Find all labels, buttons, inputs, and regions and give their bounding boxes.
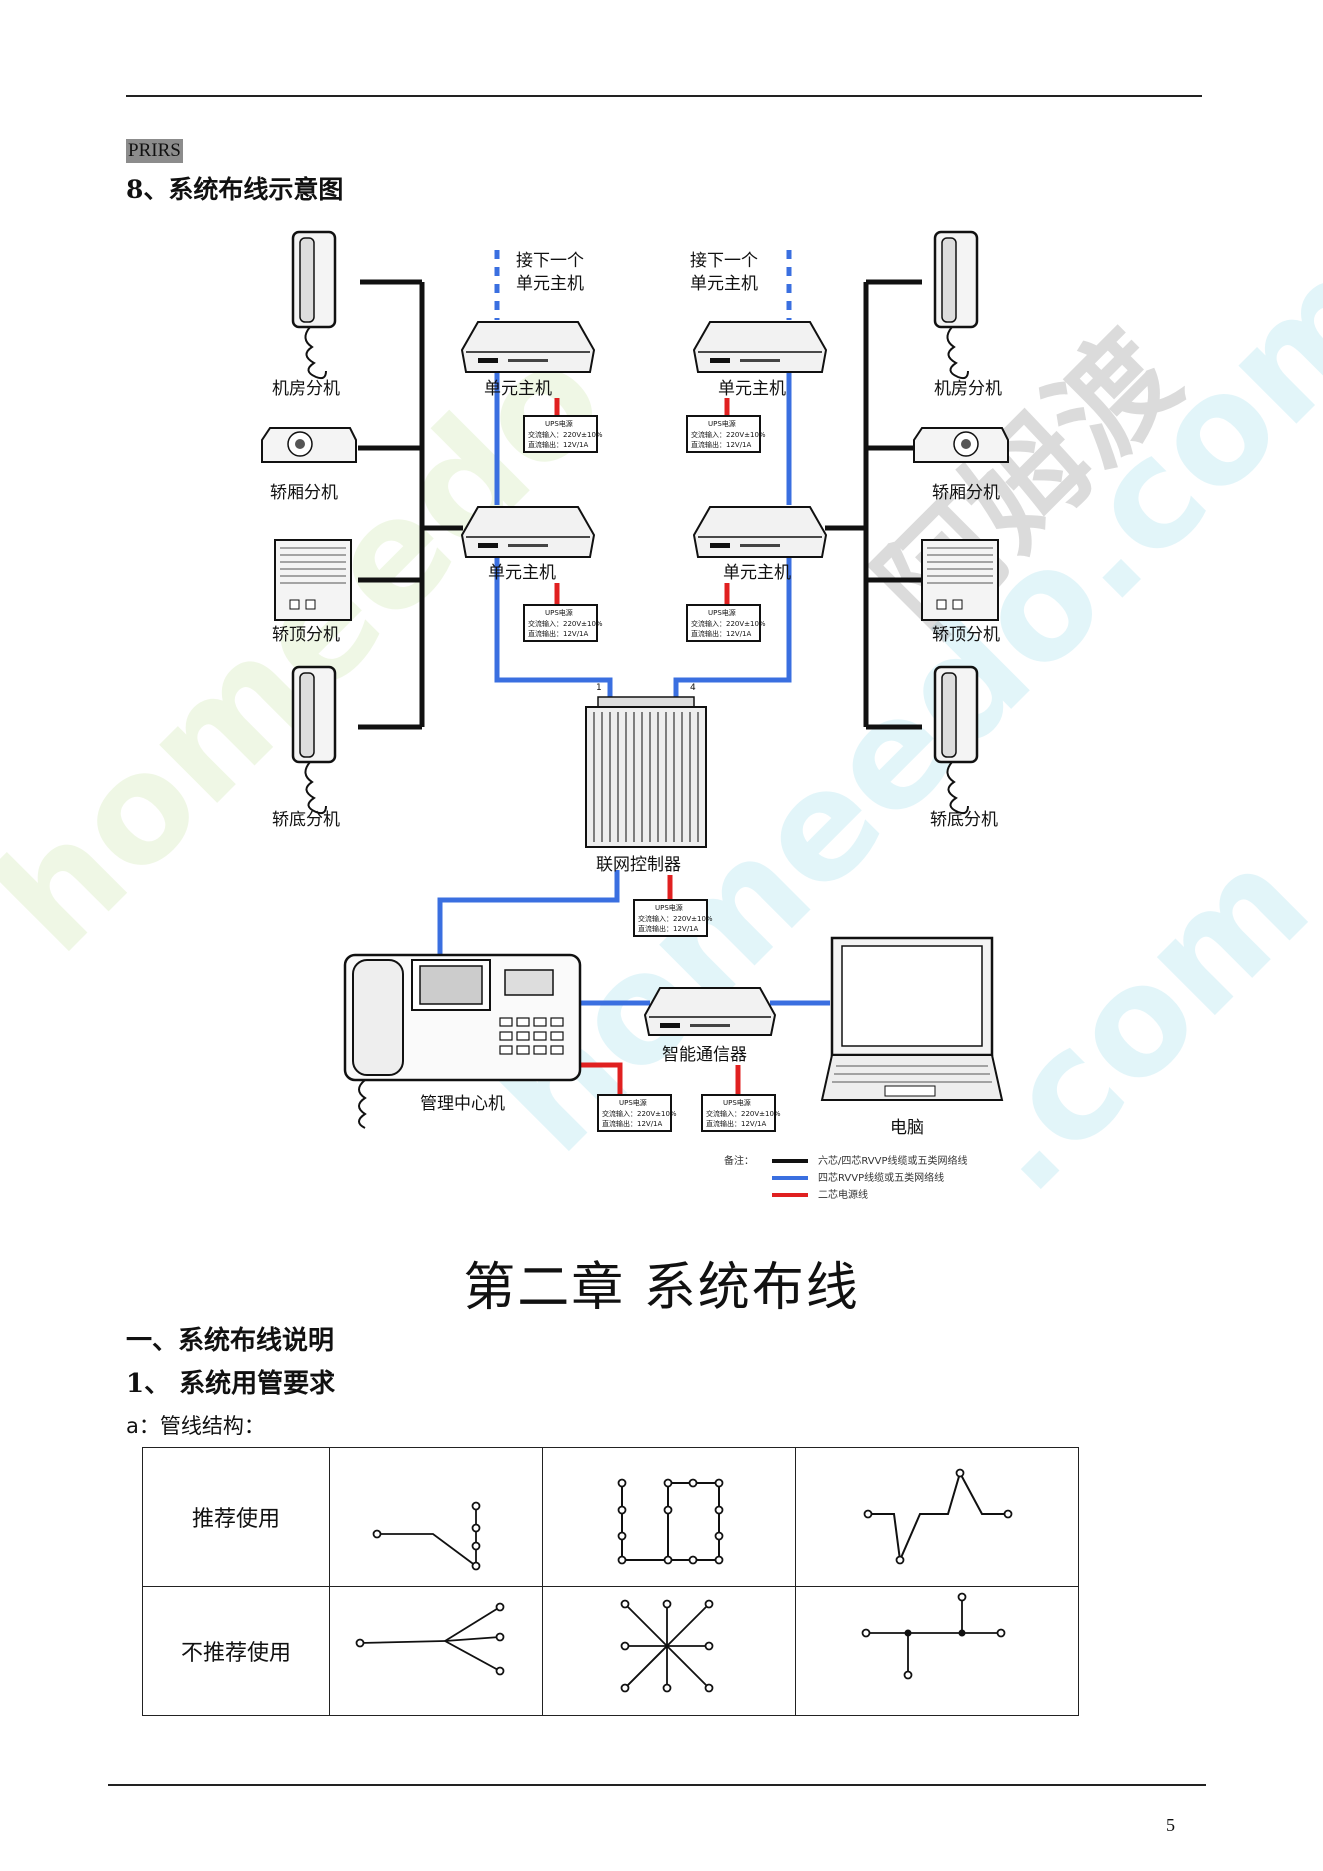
car-top-ext-left: 轿顶分机 [272, 539, 352, 645]
svg-text:UPS电源: UPS电源 [723, 1098, 751, 1107]
recommended-diagram-1 [329, 1447, 543, 1587]
ups-box-4: UPS电源 交流输入：220V±10% 直流输出：12V/1A [686, 604, 766, 642]
car-bottom-ext-right: 轿底分机 [930, 665, 998, 830]
black-wiring-left [358, 279, 463, 730]
svg-text:备注：: 备注： [724, 1154, 754, 1167]
svg-text:交流输入：220V±10%: 交流输入：220V±10% [638, 914, 713, 923]
svg-text:交流输入：220V±10%: 交流输入：220V±10% [602, 1109, 677, 1118]
table-row: 推荐使用 [142, 1447, 1079, 1587]
car-bottom-ext-label: 轿底分机 [272, 810, 340, 830]
svg-text:直流输出：12V/1A: 直流输出：12V/1A [691, 440, 752, 449]
svg-text:直流输出：12V/1A: 直流输出：12V/1A [638, 924, 699, 933]
paragraph-a: a：管线结构： [126, 1414, 265, 1438]
car-ext-label: 轿厢分机 [932, 483, 1000, 503]
header-tag: PRIRS [126, 139, 183, 163]
car-ext-right: 轿厢分机 [913, 427, 1009, 503]
svg-text:homeedo: homeedo [0, 311, 637, 986]
heading-1: 一、系统布线说明 [126, 1326, 335, 1356]
unit-host-top-right: 单元主机 [692, 321, 828, 399]
svg-text:交流输入：220V±10%: 交流输入：220V±10% [528, 619, 603, 628]
next-unit-label-right-2: 单元主机 [690, 274, 758, 294]
svg-text:直流输出：12V/1A: 直流输出：12V/1A [691, 629, 752, 638]
blue-wiring [437, 250, 830, 1006]
not-recommended-diagram-1 [329, 1586, 543, 1716]
row-label-recommended: 推荐使用 [142, 1447, 330, 1587]
smart-communicator-label: 智能通信器 [662, 1045, 747, 1065]
svg-text:直流输出：12V/1A: 直流输出：12V/1A [602, 1119, 663, 1128]
ups-box-communicator: UPS电源 交流输入：220V±10% 直流输出：12V/1A [701, 1094, 781, 1132]
red-wiring [554, 398, 741, 1095]
svg-text:交流输入：220V±10%: 交流输入：220V±10% [691, 619, 766, 628]
chapter-title: 第二章 系统布线 [463, 1258, 860, 1318]
ups-box-management: UPS电源 交流输入：220V±10% 直流输出：12V/1A [597, 1094, 677, 1132]
section-title: 8、系统布线示意图 [126, 175, 344, 204]
recommended-diagram-2 [542, 1447, 796, 1587]
next-unit-label-left-1: 接下一个 [516, 251, 584, 271]
car-bottom-ext-left: 轿底分机 [272, 665, 340, 830]
car-ext-left: 轿厢分机 [261, 427, 357, 503]
not-recommended-diagram-3 [795, 1586, 1079, 1716]
svg-text:UPS电源: UPS电源 [708, 608, 736, 617]
ups-box-1: UPS电源 交流输入：220V±10% 直流输出：12V/1A [523, 415, 603, 453]
page-number: 5 [1166, 1815, 1175, 1835]
ups-box-controller: UPS电源 交流输入：220V±10% 直流输出：12V/1A [633, 899, 713, 937]
ups-box-2: UPS电源 交流输入：220V±10% 直流输出：12V/1A [686, 415, 766, 453]
svg-text:直流输出：12V/1A: 直流输出：12V/1A [528, 629, 589, 638]
svg-text:交流输入：220V±10%: 交流输入：220V±10% [691, 430, 766, 439]
network-controller-label: 联网控制器 [596, 855, 681, 875]
legend: 备注： 六芯/四芯RVVP线缆或五类网络线 四芯RVVP线缆或五类网络线 二芯电… [724, 1154, 967, 1201]
svg-text:直流输出：12V/1A: 直流输出：12V/1A [706, 1119, 767, 1128]
management-center: 管理中心机 [343, 953, 582, 1129]
svg-text:直流输出：12V/1A: 直流输出：12V/1A [528, 440, 589, 449]
car-bottom-ext-label: 轿底分机 [930, 810, 998, 830]
recommended-diagram-3 [795, 1447, 1079, 1587]
svg-text:UPS电源: UPS电源 [708, 419, 736, 428]
car-top-ext-right: 轿顶分机 [921, 539, 1000, 645]
machine-room-ext-label: 机房分机 [934, 379, 1002, 399]
heading-2: 1、 系统用管要求 [126, 1369, 336, 1399]
footer-rule [108, 1784, 1206, 1786]
smart-communicator: 智能通信器 [643, 987, 777, 1065]
not-recommended-diagram-2 [542, 1586, 796, 1716]
next-unit-label-right-1: 接下一个 [690, 251, 758, 271]
car-top-ext-label: 轿顶分机 [272, 625, 340, 645]
unit-host-label: 单元主机 [484, 379, 552, 399]
car-top-ext-label: 轿顶分机 [932, 625, 1000, 645]
unit-host-label: 单元主机 [488, 563, 556, 583]
unit-host-top-left: 单元主机 [460, 321, 596, 399]
unit-host-label: 单元主机 [718, 379, 786, 399]
ups-box-3: UPS电源 交流输入：220V±10% 直流输出：12V/1A [523, 604, 603, 642]
legend-item-blue: 四芯RVVP线缆或五类网络线 [818, 1171, 944, 1184]
computer: 电脑 [820, 936, 1004, 1138]
svg-text:交流输入：220V±10%: 交流输入：220V±10% [706, 1109, 781, 1118]
machine-room-ext-label: 机房分机 [272, 379, 340, 399]
management-center-label: 管理中心机 [420, 1094, 505, 1114]
car-ext-label: 轿厢分机 [270, 483, 338, 503]
machine-room-ext-right: 机房分机 [933, 230, 1002, 399]
computer-label: 电脑 [890, 1118, 924, 1138]
svg-text:UPS电源: UPS电源 [545, 419, 573, 428]
unit-host-middle-left: 单元主机 [460, 506, 596, 583]
unit-host-label: 单元主机 [723, 563, 791, 583]
svg-text:4: 4 [690, 683, 696, 693]
row-label-not-recommended: 不推荐使用 [142, 1586, 330, 1716]
wiring-diagram: homeedo homeedo.com .com 阿姆渡 [0, 224, 1323, 1220]
pipe-structure-table: 推荐使用 [142, 1447, 1079, 1716]
legend-item-black: 六芯/四芯RVVP线缆或五类网络线 [818, 1154, 967, 1167]
svg-text:1: 1 [596, 683, 602, 693]
next-unit-label-left-2: 单元主机 [516, 274, 584, 294]
svg-text:UPS电源: UPS电源 [545, 608, 573, 617]
header-rule [126, 95, 1202, 97]
svg-text:UPS电源: UPS电源 [619, 1098, 647, 1107]
black-wiring-right [825, 279, 922, 730]
table-row: 不推荐使用 [142, 1586, 1079, 1716]
machine-room-ext-left: 机房分机 [272, 230, 340, 399]
unit-host-middle-right: 单元主机 [692, 506, 828, 583]
svg-text:UPS电源: UPS电源 [655, 903, 683, 912]
network-controller: 1 4 联网控制器 [585, 683, 707, 875]
legend-item-red: 二芯电源线 [818, 1188, 868, 1201]
svg-text:交流输入：220V±10%: 交流输入：220V±10% [528, 430, 603, 439]
